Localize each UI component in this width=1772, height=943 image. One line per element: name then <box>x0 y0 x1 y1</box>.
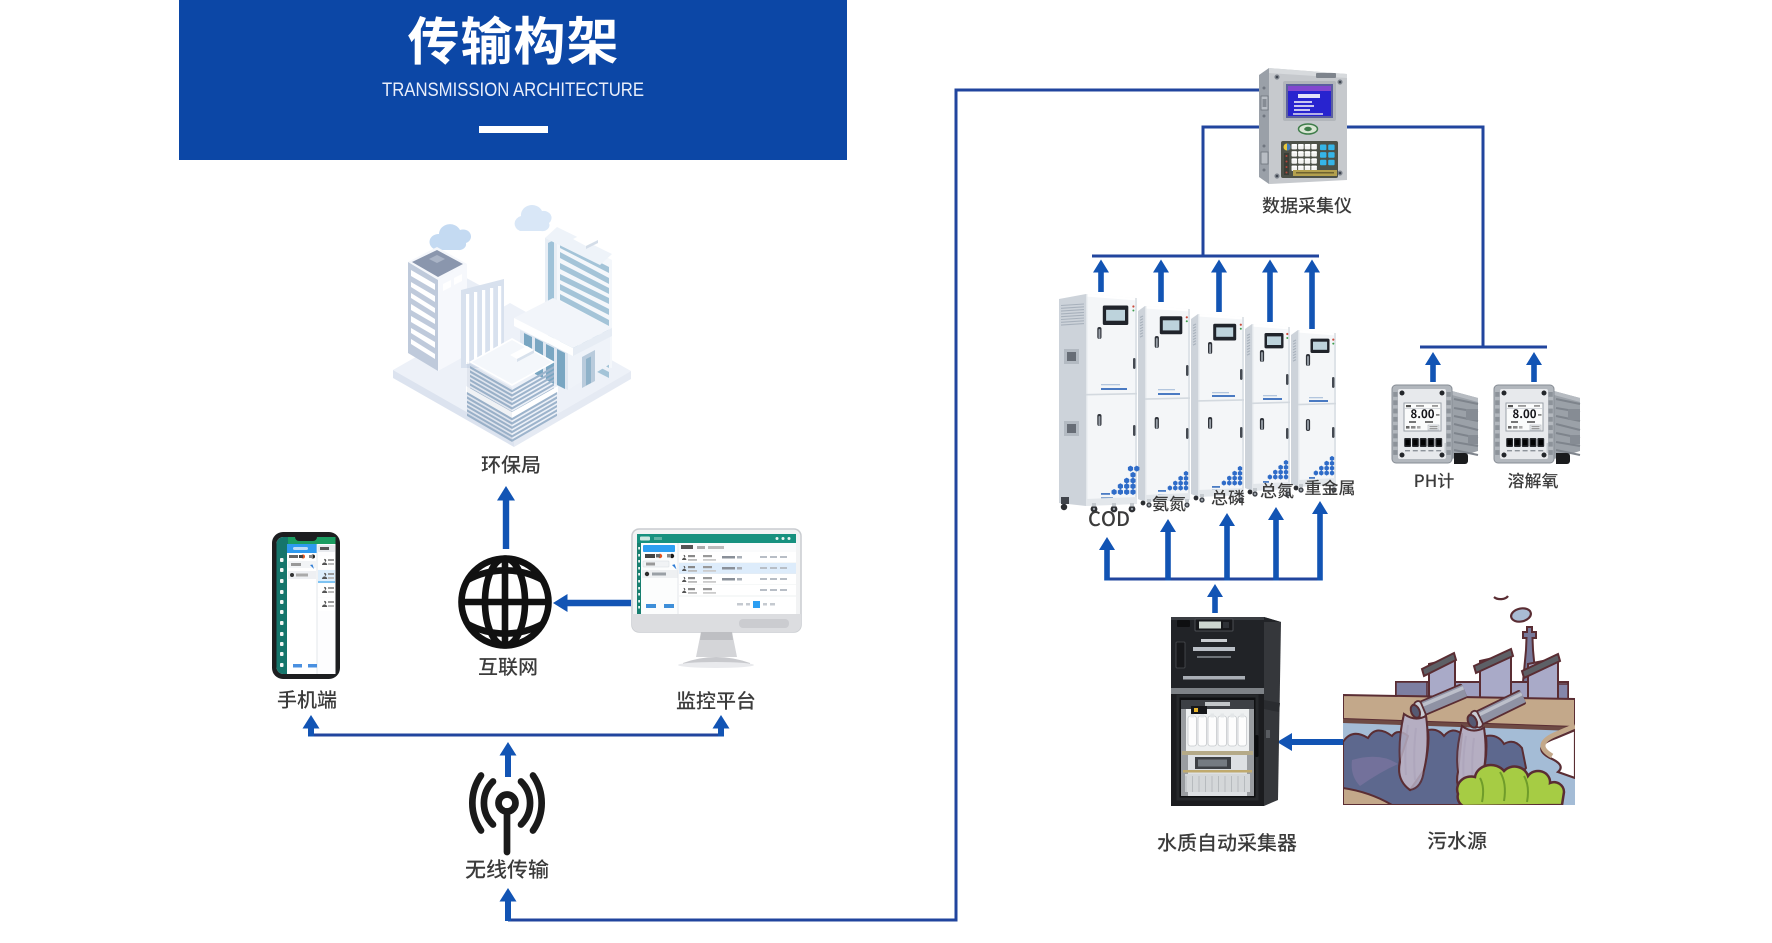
svg-text:TRANSMISSION ARCHITECTURE: TRANSMISSION ARCHITECTURE <box>382 79 644 101</box>
